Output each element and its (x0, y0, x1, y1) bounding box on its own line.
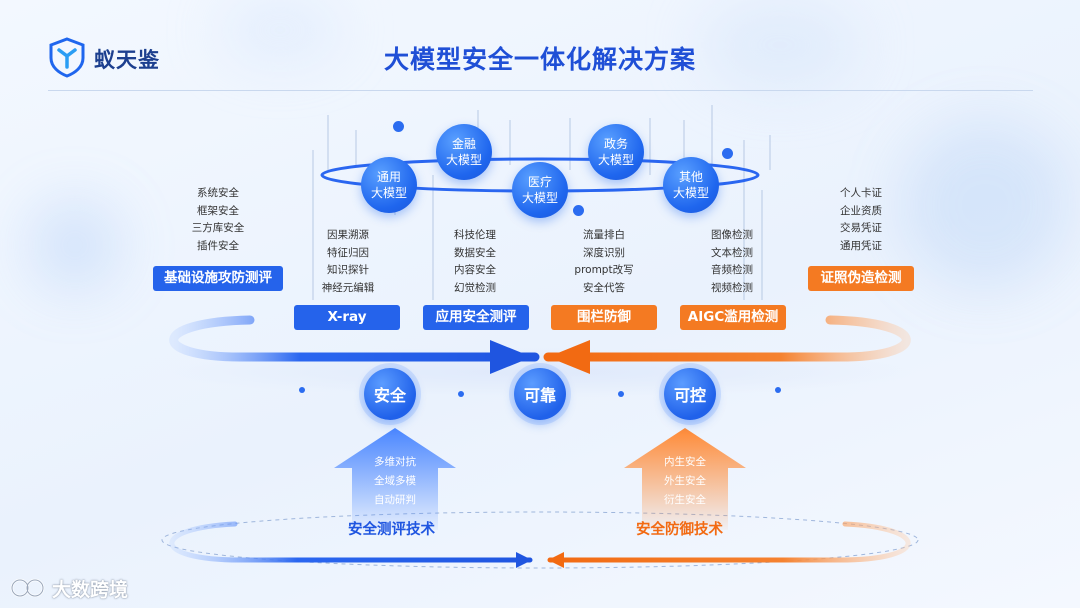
security-defense-tech-title: 安全防御技术 (636, 522, 723, 538)
logo (46, 36, 88, 78)
list-item: 企业资质 (840, 204, 882, 217)
eval-tech-items: 多维对抗 全域多模 自动研判 (352, 453, 438, 510)
list-item: 框架安全 (197, 204, 239, 217)
model-bubble-finance[interactable]: 金融大模型 (436, 124, 492, 180)
xray-item-list: 因果溯源 特征归因 知识探针 神经元编辑 (288, 227, 408, 297)
list-item: 音频检测 (711, 264, 753, 276)
core-security[interactable]: 安全 (364, 368, 416, 420)
list-item: 文本检测 (711, 246, 753, 259)
watermark-logo-icon (10, 578, 45, 598)
guardrail-defense-label[interactable]: 围栏防御 (551, 305, 657, 330)
model-bubble-general[interactable]: 通用大模型 (361, 157, 417, 213)
header-divider (48, 90, 1033, 91)
list-item: 系统安全 (197, 187, 239, 199)
app-eval-item-list: 科技伦理 数据安全 内容安全 幻觉检测 (415, 227, 535, 297)
certificate-forgery-label[interactable]: 证照伪造检测 (808, 266, 914, 291)
list-item: 三方库安全 (191, 222, 245, 234)
list-item: 个人卡证 (840, 187, 882, 199)
core-controllable[interactable]: 可控 (664, 368, 716, 420)
list-item: 内容安全 (454, 264, 496, 276)
list-item: 衍生安全 (664, 494, 706, 506)
xray-label[interactable]: X-ray (294, 305, 400, 330)
model-bubble-other[interactable]: 其他大模型 (663, 157, 719, 213)
list-item: 通用凭证 (840, 239, 882, 252)
list-item: 神经元编辑 (321, 281, 375, 294)
decor-dot (458, 391, 464, 397)
model-bubble-government[interactable]: 政务大模型 (588, 124, 644, 180)
shield-logo-icon (49, 37, 85, 78)
decor-dot (393, 121, 404, 132)
list-item: 插件安全 (197, 239, 239, 252)
list-item: 安全代答 (583, 281, 625, 294)
decor-dot (618, 391, 624, 397)
infra-attack-eval-label[interactable]: 基础设施攻防测评 (153, 266, 283, 291)
list-item: 深度识别 (583, 246, 625, 259)
list-item: 多维对抗 (374, 456, 416, 468)
list-item: prompt改写 (574, 264, 634, 276)
watermark: 大数跨境 (8, 574, 128, 602)
decor-dot (722, 148, 733, 159)
guardrail-item-list: 流量排白 深度识别 prompt改写 安全代答 (544, 227, 664, 297)
list-item: 流量排白 (583, 229, 625, 241)
list-item: 外生安全 (664, 475, 706, 487)
list-item: 科技伦理 (454, 229, 496, 241)
list-item: 全域多模 (374, 475, 416, 487)
list-item: 因果溯源 (327, 229, 369, 241)
aigc-abuse-detect-label[interactable]: AIGC滥用检测 (680, 305, 786, 330)
watermark-text: 大数跨境 (52, 578, 129, 601)
model-bubble-medical[interactable]: 医疗大模型 (512, 162, 568, 218)
aigc-item-list: 图像检测 文本检测 音频检测 视频检测 (672, 227, 792, 297)
list-item: 图像检测 (711, 229, 753, 241)
list-item: 内生安全 (664, 456, 706, 468)
page-title: 大模型安全一体化解决方案 (383, 45, 696, 74)
decor-dot (573, 205, 584, 216)
decor-dot (299, 387, 305, 393)
list-item: 交易凭证 (840, 222, 882, 234)
list-item: 幻觉检测 (454, 281, 496, 294)
list-item: 数据安全 (454, 246, 496, 259)
app-security-eval-label[interactable]: 应用安全测评 (423, 305, 529, 330)
security-eval-tech-title: 安全测评技术 (348, 522, 435, 538)
list-item: 特征归因 (327, 246, 369, 259)
defense-tech-items: 内生安全 外生安全 衍生安全 (642, 453, 728, 510)
decor-dot (775, 387, 781, 393)
brand-name: 蚁天鉴 (94, 48, 160, 72)
certificate-item-list: 个人卡证 企业资质 交易凭证 通用凭证 (801, 185, 921, 255)
list-item: 视频检测 (711, 281, 753, 294)
infra-item-list: 系统安全 框架安全 三方库安全 插件安全 (158, 185, 278, 255)
list-item: 自动研判 (374, 494, 416, 506)
list-item: 知识探针 (327, 264, 369, 276)
core-reliable[interactable]: 可靠 (514, 368, 566, 420)
